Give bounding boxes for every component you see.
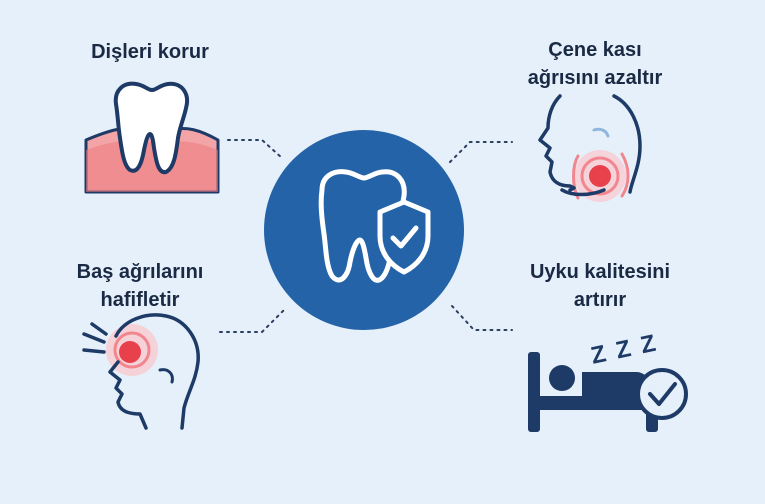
center-tooth-shield-icon [264,130,464,330]
sleep-zzz-text: Z Z Z [589,329,660,369]
connectors [219,139,513,333]
connector-bottom-right [451,305,513,331]
benefit-label-line: Uyku kalitesini [529,261,671,283]
benefit-label-line: hafifletir [100,289,180,311]
connector-top-left [227,139,283,159]
jaw-pain-profile-icon [538,94,642,202]
tooth-gum-icon [84,81,220,194]
connector-top-right [449,141,513,163]
benefit-label-jaw-pain: Çene kası ağrısını azaltır [490,36,700,92]
benefit-label-headache: Baş ağrılarını hafifletir [40,258,240,314]
sleeping-bed-check-icon [528,352,688,432]
benefit-label-line: Baş ağrılarını [76,261,204,283]
headache-profile-icon [82,313,200,430]
benefit-label-sleep-quality: Uyku kalitesini artırır [500,258,700,314]
benefit-label-line: Dişleri korur [91,41,209,63]
benefit-label-protects-teeth: Dişleri korur [60,38,240,66]
benefit-label-line: ağrısını azaltır [527,67,663,89]
benefit-label-line: artırır [573,289,627,311]
connector-bottom-left [219,309,285,333]
benefit-label-line: Çene kası [548,39,642,61]
